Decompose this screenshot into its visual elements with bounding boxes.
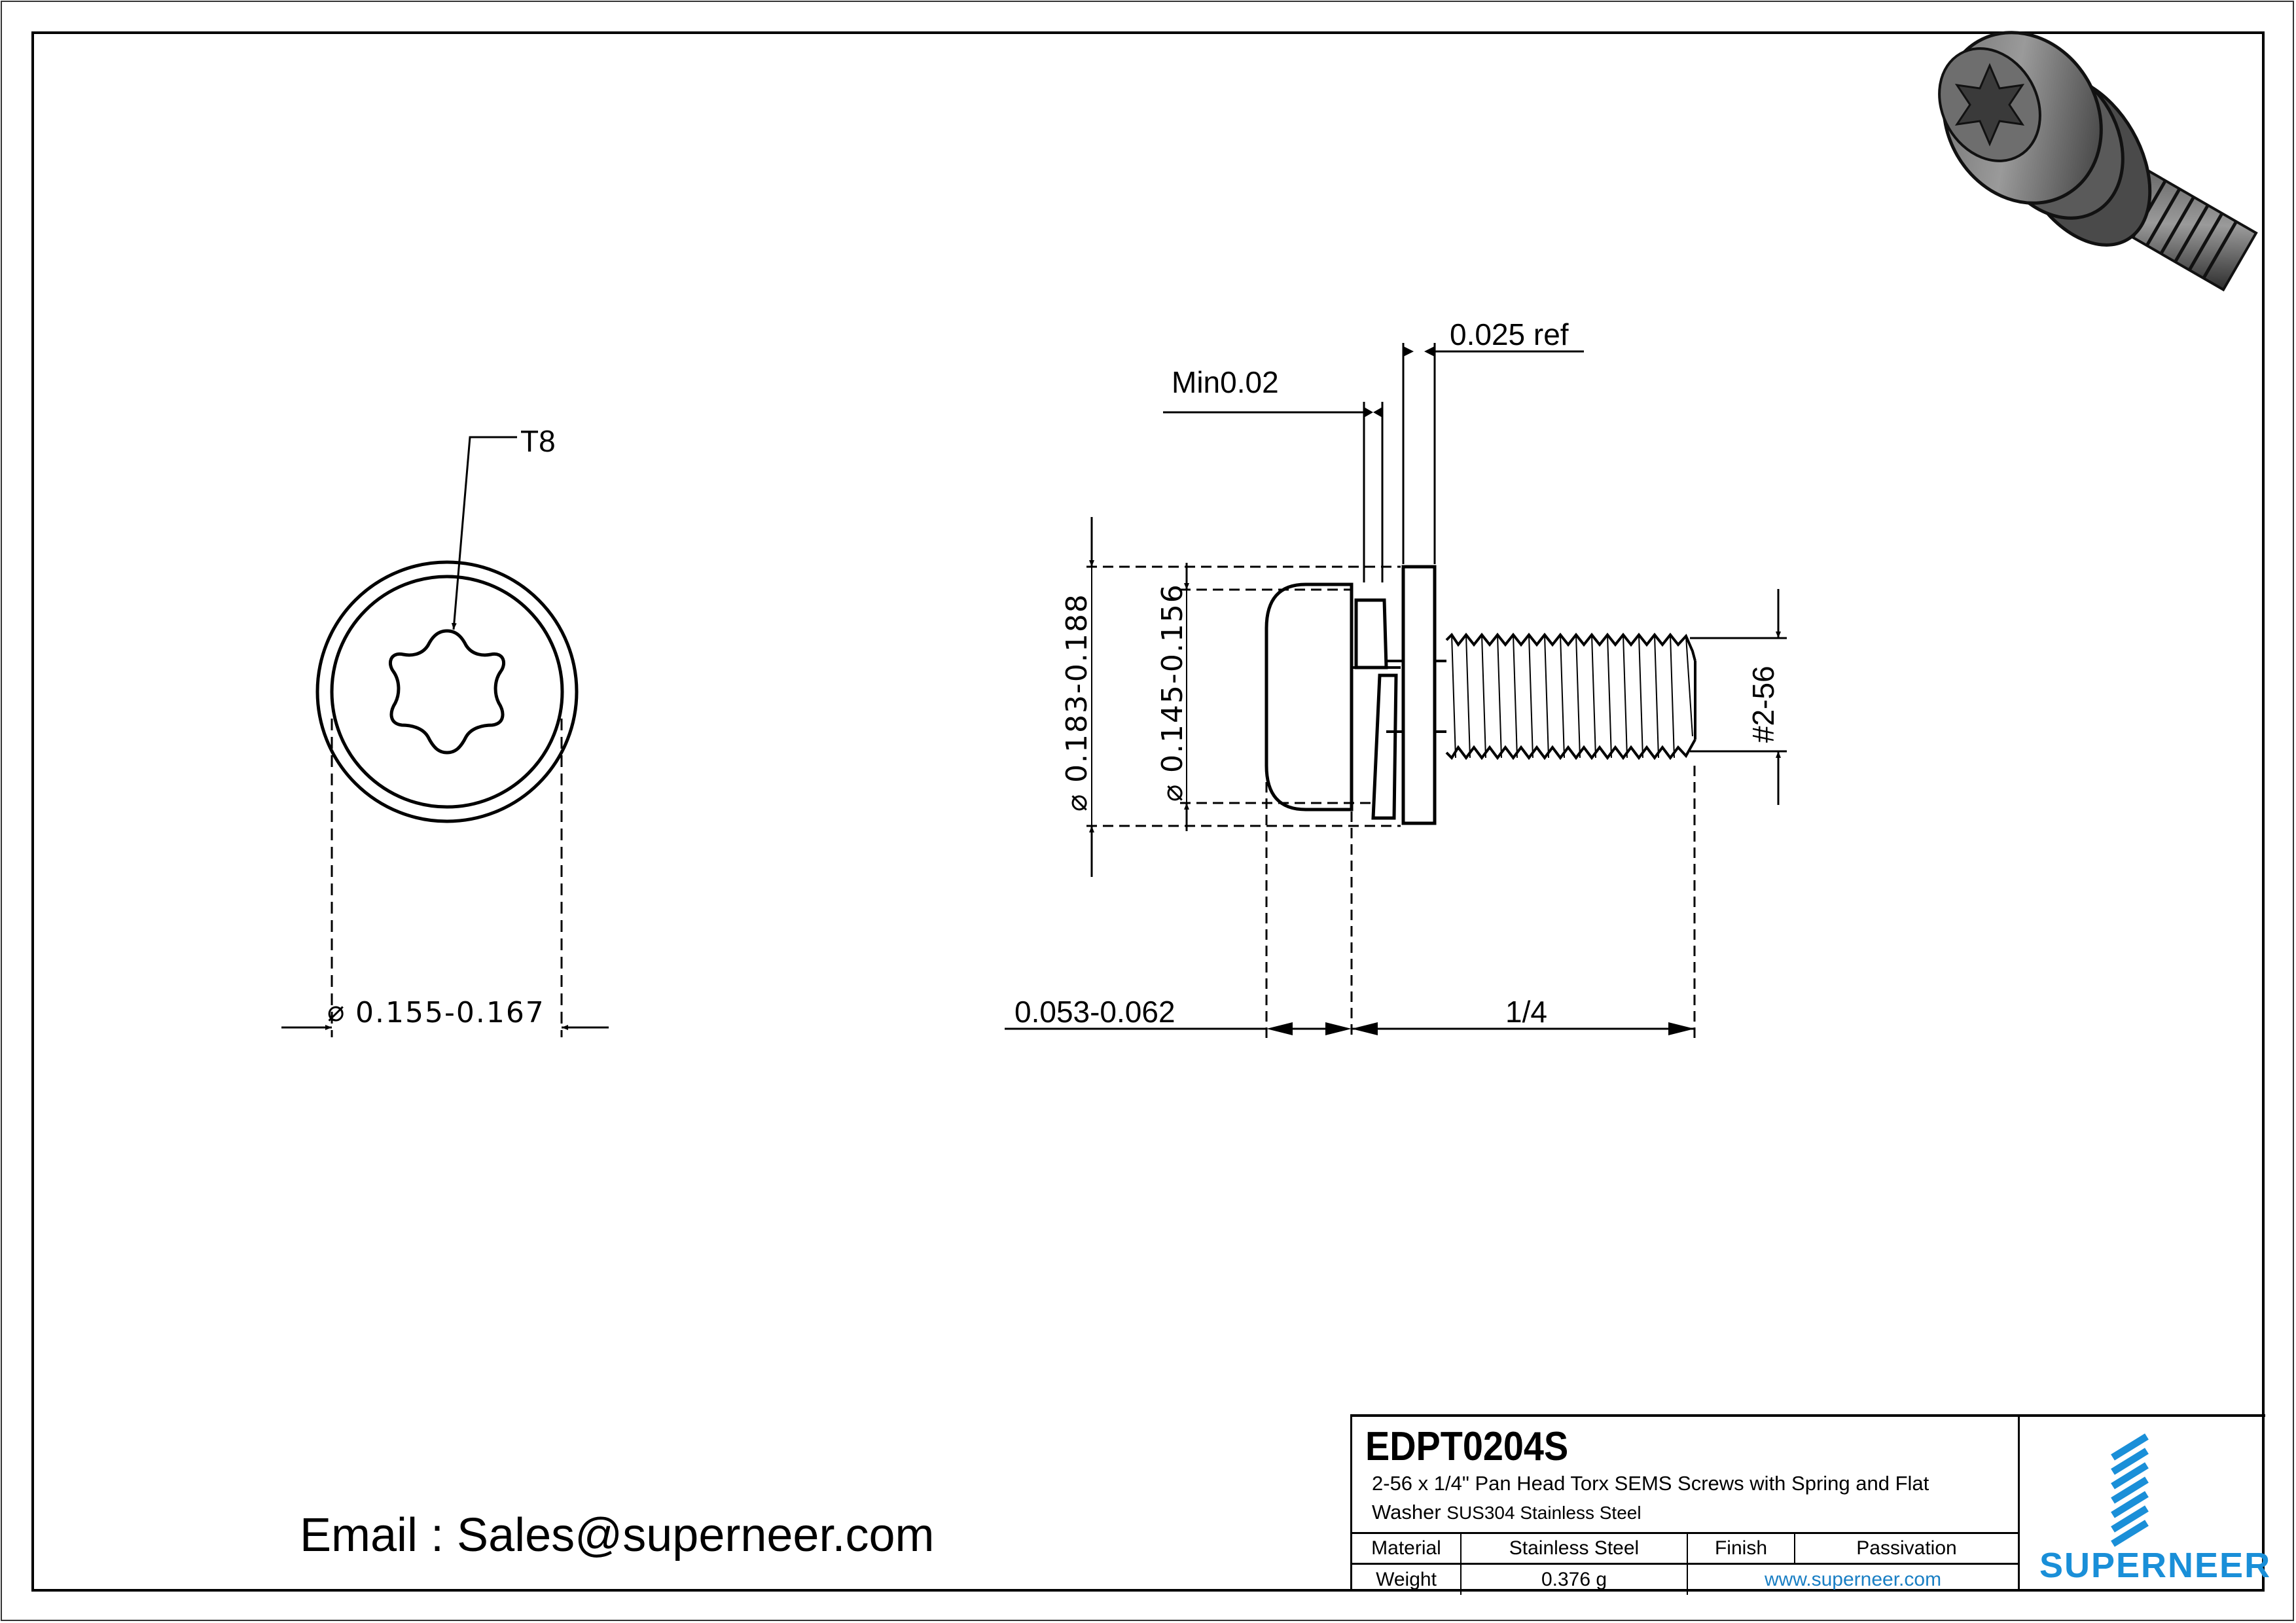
side-view: [1005, 343, 1787, 1041]
drive-size-label: T8: [520, 424, 556, 458]
diameter-symbol-icon: ⌀: [327, 995, 346, 1028]
drawing-frame: [31, 31, 2265, 1592]
material-value: Stainless Steel: [1462, 1534, 1688, 1563]
spring-od-dim: 0.145-0.156: [1156, 583, 1189, 773]
length-dim: 1/4: [1505, 995, 1547, 1029]
thread-size-dim: #2-56: [1746, 666, 1780, 743]
part-description: 2-56 x 1/4" Pan Head Torx SEMS Screws wi…: [1372, 1469, 2013, 1527]
diameter-symbol-icon: ⌀: [1060, 793, 1094, 812]
screw-3d-render-icon: [1938, 31, 2258, 292]
title-block-grid: Material Stainless Steel Finish Passivat…: [1352, 1532, 2018, 1595]
flat-washer-thickness-dim: 0.025 ref: [1450, 317, 1569, 351]
description-prefix: Washer: [1372, 1501, 1441, 1524]
diameter-symbol-icon: ⌀: [1156, 783, 1189, 802]
torx-recess-icon: [389, 629, 505, 755]
superneer-logo-icon: [2111, 1433, 2149, 1547]
title-block: EDPT0204S 2-56 x 1/4" Pan Head Torx SEMS…: [1350, 1414, 2270, 1595]
description-line-1: 2-56 x 1/4" Pan Head Torx SEMS Screws wi…: [1372, 1472, 1929, 1495]
brand-logo-box: SUPERNEER: [2020, 1417, 2270, 1592]
weight-row: Weight 0.376 g www.superneer.com: [1352, 1564, 2018, 1595]
finish-label: Finish: [1688, 1534, 1795, 1563]
material-label: Material: [1352, 1534, 1462, 1563]
description-line-2: Washer SUS304 Stainless Steel: [1372, 1498, 2013, 1527]
title-block-main: EDPT0204S 2-56 x 1/4" Pan Head Torx SEMS…: [1352, 1417, 2020, 1595]
spring-washer-min-dim: Min0.02: [1172, 365, 1279, 399]
finish-value: Passivation: [1856, 1537, 1957, 1559]
part-number: EDPT0204S: [1365, 1424, 1569, 1469]
washer-od-dim: 0.183-0.188: [1060, 593, 1094, 783]
material-row: Material Stainless Steel Finish Passivat…: [1352, 1534, 2018, 1565]
description-material: SUS304 Stainless Steel: [1446, 1503, 1641, 1523]
weight-label: Weight: [1352, 1564, 1462, 1595]
head-diameter-dim: 0.155-0.167: [355, 996, 545, 1029]
brand-name: SUPERNEER: [2039, 1546, 2272, 1585]
website-link[interactable]: www.superneer.com: [1764, 1568, 1942, 1590]
front-view: [281, 436, 609, 1037]
weight-value: 0.376 g: [1462, 1564, 1688, 1595]
head-height-dim: 0.053-0.062: [1014, 995, 1175, 1029]
contact-email: Email : Sales@superneer.com: [300, 1509, 935, 1561]
